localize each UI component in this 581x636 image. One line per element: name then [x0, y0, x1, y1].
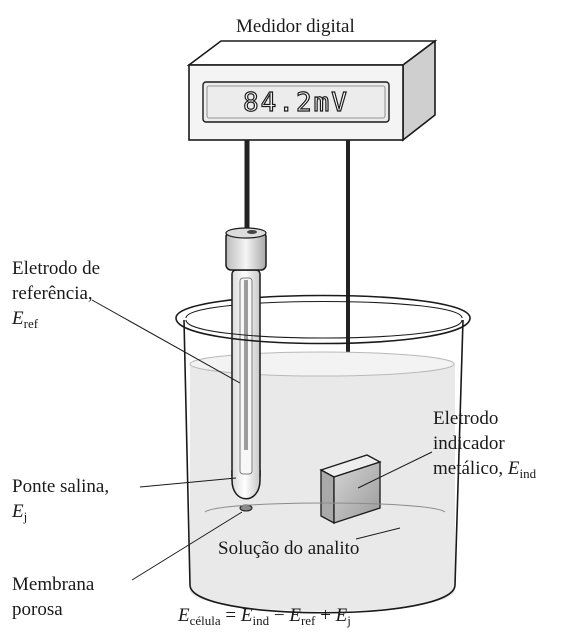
- leader-salt-bridge: [139, 477, 237, 488]
- reference-label-symbol: Eref: [12, 308, 39, 331]
- meter-title: Medidor digital: [236, 16, 355, 37]
- salt-bridge-line1: Ponte salina,: [12, 476, 110, 497]
- cell-potential-equation: Ecélula = Eind − Eref + Ej: [178, 605, 351, 628]
- reference-electrode: [225, 227, 267, 512]
- beaker-front-rim: [175, 317, 471, 345]
- beaker-front-rim-inner: [185, 319, 463, 339]
- beaker-back-rim-inner: [185, 300, 463, 319]
- indicator-label-line3: metálico, Eind: [433, 458, 537, 481]
- membrane-line1: Membrana: [12, 574, 95, 595]
- meter-display: [202, 81, 390, 123]
- analyte-solution-label: Solução do analito: [218, 538, 360, 559]
- meter-display-inner: [206, 85, 386, 119]
- leader-membrane: [131, 511, 243, 581]
- membrane-line2: porosa: [12, 599, 63, 620]
- solution-surface: [189, 351, 455, 377]
- meter-top-face: [186, 40, 438, 66]
- reference-inner-wire: [244, 280, 248, 450]
- salt-bridge-symbol: Ej: [12, 501, 28, 524]
- beaker-bottom-edge: [204, 502, 446, 513]
- indicator-label-line2: indicador: [433, 433, 505, 454]
- indicator-plate-front: [320, 468, 335, 525]
- reference-electrode-label: Eletrodo de referência, Eref: [12, 256, 100, 331]
- leader-reference-electrode: [91, 299, 241, 384]
- leader-solution: [355, 527, 401, 540]
- indicator-label-line1: Eletrodo: [433, 408, 499, 429]
- indicator-electrode-label: Eletrodo indicador metálico, Eind: [433, 406, 536, 481]
- meter-reading: 84.2mV: [243, 88, 349, 118]
- indicator-electrode: [319, 454, 382, 525]
- beaker-back-rim: [175, 294, 471, 319]
- digital-meter: 84.2mV: [186, 39, 438, 142]
- reference-cap-top: [225, 227, 267, 239]
- indicator-plate-face: [333, 461, 381, 524]
- salt-bridge-label: Ponte salina, Ej: [12, 474, 109, 524]
- leader-indicator-electrode: [357, 451, 433, 489]
- reference-electrode-tip: [231, 470, 261, 500]
- reference-label-line1: Eletrodo de: [12, 258, 101, 279]
- reference-label-line2: referência,: [12, 283, 93, 304]
- beaker-walls: [183, 319, 464, 614]
- reference-cap-hole: [247, 230, 257, 234]
- porous-membrane-label: Membrana porosa: [12, 572, 94, 622]
